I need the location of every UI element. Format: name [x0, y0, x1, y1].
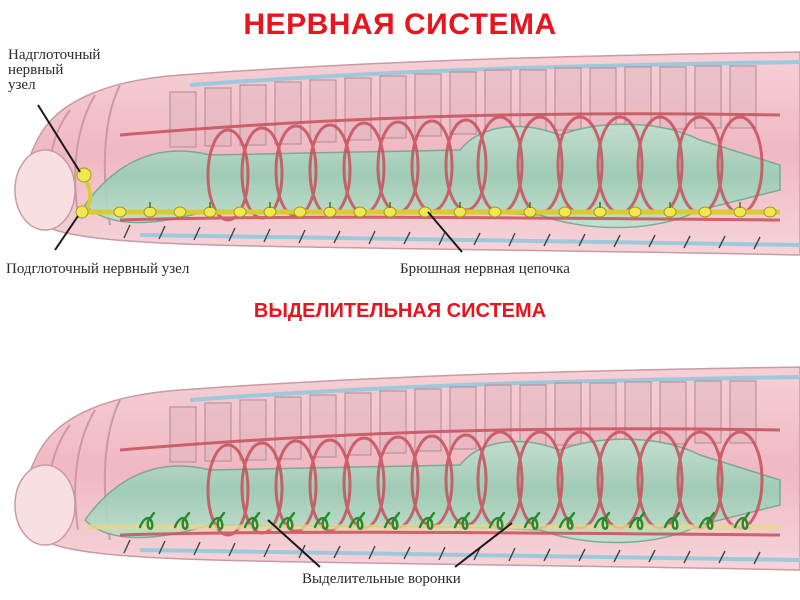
excretory-funnels-label: Выделительные воронки	[302, 572, 461, 587]
supraesophageal-ganglion-label: Надглоточный нервный узел	[8, 48, 100, 93]
ventral-nerve-cord-label: Брюшная нервная цепочка	[400, 262, 570, 277]
nervous-system-diagram	[0, 40, 800, 260]
subesophageal-ganglion-label: Подглоточный нервный узел	[6, 262, 189, 277]
excretory-system-title: ВЫДЕЛИТЕЛЬНАЯ СИСТЕМА	[0, 300, 800, 323]
nervous-system-title: НЕРВНАЯ СИСТЕМА	[0, 8, 800, 42]
excretory-system-diagram	[0, 355, 800, 575]
